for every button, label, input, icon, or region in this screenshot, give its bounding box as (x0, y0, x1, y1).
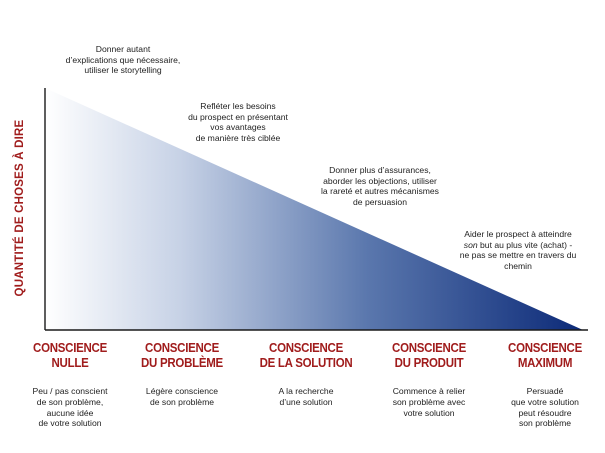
annotation-storytelling: Donner autant d’explications que nécessa… (65, 44, 181, 76)
annotation-help-prospect: Aider le prospect à atteindre son but au… (459, 229, 577, 271)
awareness-triangle (45, 88, 583, 330)
y-axis-label: QUANTITÉ DE CHOSES À DIRE (14, 119, 26, 296)
annotation-assurance: Donner plus d’assurances, aborder les ob… (321, 165, 439, 207)
annotation-needs: Refléter les besoins du prospect en prés… (188, 101, 288, 143)
